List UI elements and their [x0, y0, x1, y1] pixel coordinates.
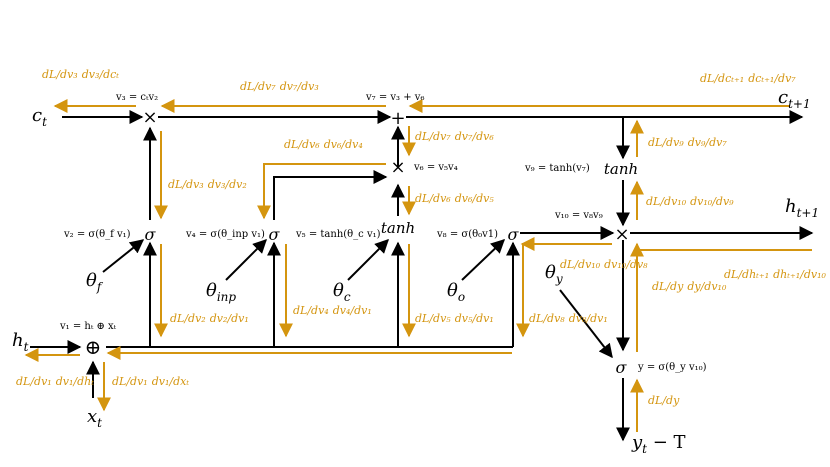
- grad-label-y: dL/dy: [648, 394, 680, 407]
- eq-v3: v₃ = cₜv₂: [115, 92, 158, 103]
- eq-v5: v₅ = tanh(θ_c v₁): [295, 229, 381, 240]
- theta-inp: θinp: [206, 280, 236, 304]
- forward-edges: [30, 110, 814, 442]
- operation-nodes: × + × × ⊕ σ σ tanh σ tanh σ: [85, 107, 639, 377]
- plus-node-v7: +: [390, 108, 405, 129]
- eq-v10: v₁₀ = v₈v₉: [554, 210, 603, 221]
- edge-thetainp: [225, 239, 267, 281]
- label-ht1: ht+1: [785, 196, 819, 220]
- edge-sigma4-mult6: [273, 170, 388, 220]
- theta-o: θo: [447, 280, 465, 304]
- backward-edges: [24, 99, 812, 432]
- eq-y: y = σ(θ_y v₁₀): [637, 362, 707, 373]
- mult-node-v10: ×: [614, 224, 629, 245]
- theta-c: θc: [333, 280, 351, 304]
- label-yt: yt − T: [631, 432, 686, 456]
- theta-y: θy: [545, 262, 563, 286]
- equations: v₃ = cₜv₂ v₇ = v₃ + v₆ v₆ = v₅v₄ v₉ = ta…: [59, 92, 707, 373]
- label-ct1: ct+1: [778, 87, 811, 111]
- sigma-node-v4: σ: [269, 225, 281, 244]
- tanh-node-v5: tanh: [381, 219, 415, 237]
- tanh-node-v9: tanh: [604, 160, 638, 178]
- theta-f: θf: [86, 270, 104, 294]
- theta-params: θf θinp θc θo θy: [86, 262, 563, 304]
- eq-v9: v₉ = tanh(v₇): [524, 163, 590, 174]
- eq-v6: v₆ = v₅v₄: [413, 162, 458, 173]
- grad-edge-v6-v4: [257, 163, 386, 220]
- sigma-node-y: σ: [616, 358, 628, 377]
- eq-v7: v₇ = v₃ + v₆: [365, 92, 424, 103]
- edge-thetaf: [102, 239, 145, 273]
- label-ht: ht: [12, 330, 29, 354]
- io-labels: ct ct+1 ht ht+1 xt yt − T: [12, 87, 819, 456]
- eq-v4: v₄ = σ(θ_inp v₁): [185, 229, 265, 240]
- edge-thetay: [559, 289, 613, 359]
- eq-v1: v₁ = hₜ ⊕ xₜ: [59, 321, 117, 332]
- label-xt: xt: [87, 406, 102, 430]
- eq-v8: v₈ = σ(θ₀v1): [436, 229, 498, 240]
- eq-v2: v₂ = σ(θ_f v₁): [63, 229, 131, 240]
- sigma-node-v8: σ: [508, 225, 520, 244]
- mult-node-v3: ×: [142, 107, 157, 128]
- mult-node-v6: ×: [390, 157, 405, 178]
- oplus-node-v1: ⊕: [85, 335, 102, 359]
- edge-thetac: [347, 239, 389, 281]
- edge-thetao: [461, 239, 506, 281]
- label-ct: ct: [32, 105, 47, 129]
- sigma-node-v2: σ: [145, 225, 157, 244]
